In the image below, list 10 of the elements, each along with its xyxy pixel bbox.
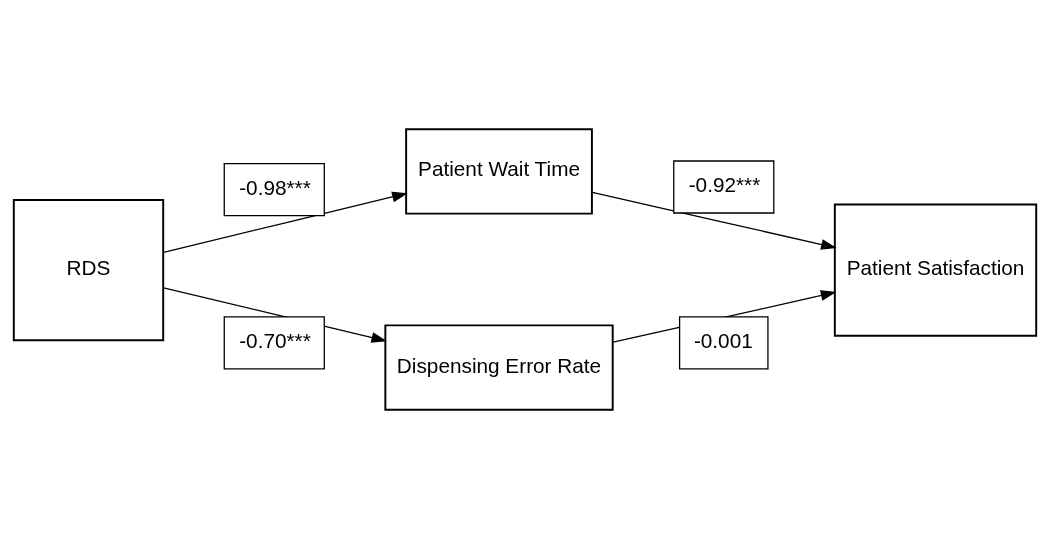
node-box: Patient Wait Time	[405, 128, 593, 215]
edge-label: -0.98***	[239, 175, 311, 199]
edge-label: -0.001	[693, 328, 753, 352]
edge-label: -0.70***	[239, 328, 311, 352]
arrow	[163, 191, 408, 253]
edge-label: -0.92***	[688, 172, 761, 196]
node-box: Dispensing Error Rate	[384, 324, 614, 411]
arrow	[591, 191, 837, 250]
node-box: RDS	[12, 199, 165, 342]
node-box: Patient Satisfaction	[833, 203, 1038, 337]
